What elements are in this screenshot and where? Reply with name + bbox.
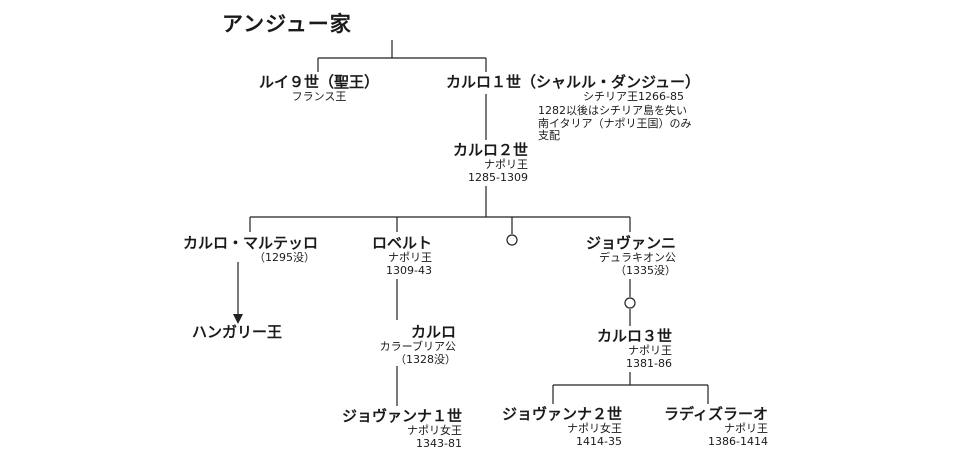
person-title: ナポリ女王 xyxy=(567,422,622,436)
person-carlo-calabria: カルロ カラーブリア公 （1328没） xyxy=(352,323,456,367)
person-title: シチリア王1266-85 xyxy=(583,90,684,103)
person-title: ナポリ王 xyxy=(388,251,432,265)
person-name: ジョヴァンナ１世 xyxy=(341,407,462,425)
person-years: 1309-43 xyxy=(386,263,432,277)
person-name: ルイ９世（聖王） xyxy=(258,73,379,91)
person-title: ナポリ王 xyxy=(484,158,528,172)
person-hungary-king: ハンガリー王 xyxy=(192,323,283,341)
person-louis9: ルイ９世（聖王） フランス王 xyxy=(253,73,385,104)
person-carlo2: カルロ２世 ナポリ王 1285-1309 xyxy=(436,141,528,185)
person-title: ナポリ女王 xyxy=(407,424,462,438)
person-carlo1: カルロ１世（シャルル・ダンジュー） xyxy=(446,73,700,91)
person-giovanna2: ジョヴァンナ２世 ナポリ女王 1414-35 xyxy=(494,405,622,449)
person-years: 1386-1414 xyxy=(708,434,768,448)
person-name: カルロ２世 xyxy=(452,141,528,159)
person-carlo3: カルロ３世 ナポリ王 1381-86 xyxy=(588,327,672,371)
person-title: フランス王 xyxy=(291,90,347,104)
person-carlo1-note: 1282以後はシチリア島を失い 南イタリア（ナポリ王国）のみ 支配 xyxy=(538,104,692,143)
note-line: 南イタリア（ナポリ王国）のみ xyxy=(538,116,692,130)
person-carlo1-detail: シチリア王1266-85 xyxy=(570,90,684,104)
person-title: ナポリ王 xyxy=(628,344,672,358)
person-name: カルロ xyxy=(410,323,456,341)
person-title: カラーブリア公 xyxy=(379,340,456,354)
person-years: （1335没） xyxy=(615,263,676,277)
person-name: ラディズラーオ xyxy=(664,405,768,423)
page-title: アンジュー家 xyxy=(222,12,352,36)
person-name: ジョヴァンニ xyxy=(585,234,676,252)
person-giovanna1: ジョヴァンナ１世 ナポリ女王 1343-81 xyxy=(334,407,462,451)
note-line: 1282以後はシチリア島を失い xyxy=(538,104,687,117)
person-name: カルロ・マルテッロ xyxy=(183,234,319,252)
person-years: 1414-35 xyxy=(576,434,622,448)
person-years: 1381-86 xyxy=(626,356,672,370)
person-roberto: ロベルト ナポリ王 1309-43 xyxy=(352,234,432,278)
person-ladislao: ラディズラーオ ナポリ王 1386-1414 xyxy=(656,405,768,449)
note-line: 支配 xyxy=(538,129,560,143)
person-carlo-martello: カルロ・マルテッロ （1295没） xyxy=(183,234,319,265)
person-title: ナポリ王 xyxy=(724,422,768,436)
person-name: ハンガリー王 xyxy=(192,323,283,341)
person-years: 1285-1309 xyxy=(468,170,528,184)
person-years: （1328没） xyxy=(395,352,456,366)
person-name: カルロ１世（シャルル・ダンジュー） xyxy=(446,73,700,91)
person-years: 1343-81 xyxy=(416,436,462,450)
person-years: （1295没） xyxy=(254,251,315,265)
person-name: ロベルト xyxy=(371,234,432,252)
person-name: カルロ３世 xyxy=(596,327,672,345)
person-title: デュラキオン公 xyxy=(599,251,676,265)
person-name: ジョヴァンナ２世 xyxy=(501,405,622,423)
person-giovanni: ジョヴァンニ デュラキオン公 （1335没） xyxy=(578,234,676,278)
